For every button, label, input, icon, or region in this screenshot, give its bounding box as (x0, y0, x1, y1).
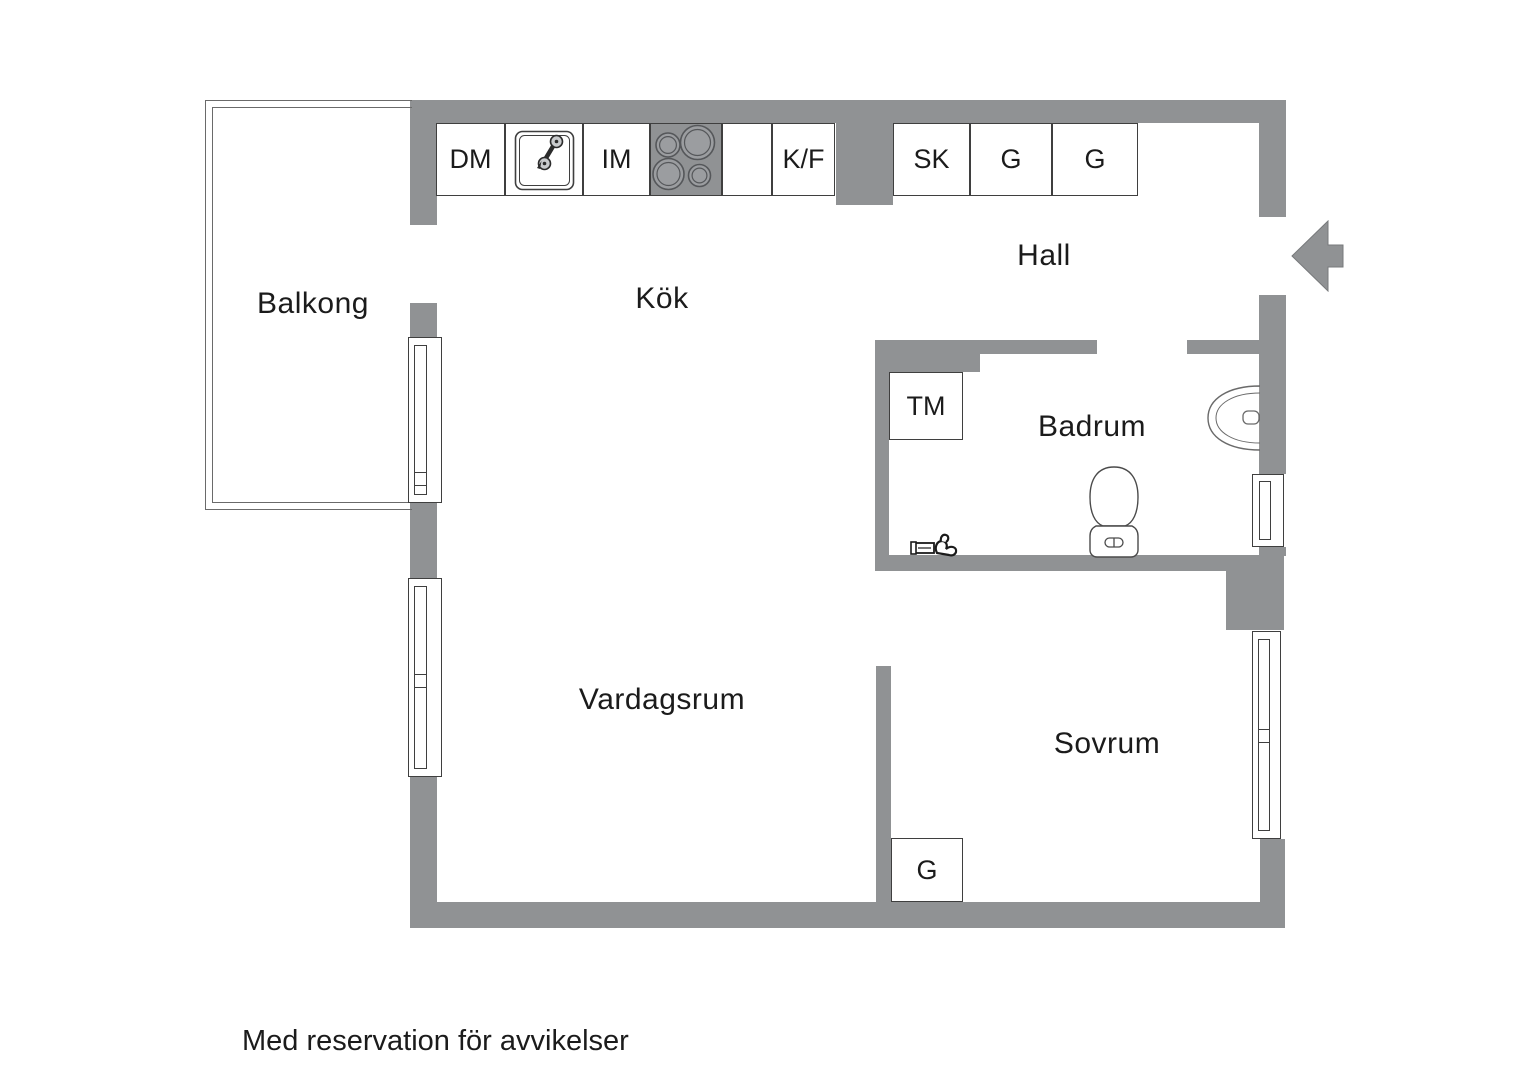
cabinet-label-sk: SK (913, 144, 950, 174)
window-sash-split (1258, 729, 1270, 743)
wall-east-lower (1260, 839, 1285, 928)
wall-badrum-north-right (1187, 340, 1259, 354)
window-balcony-2 (408, 578, 442, 777)
cabinet-dishwasher: DM (436, 123, 505, 196)
wall-room-divider (876, 666, 891, 902)
room-label-vardagsrum: Vardagsrum (578, 683, 746, 716)
cabinet-stove (650, 123, 722, 196)
cabinet-label-dm: DM (449, 144, 492, 174)
cabinet-sk: SK (893, 123, 970, 196)
window-pane (414, 345, 427, 495)
wall-badrum-north-thick (875, 340, 980, 372)
wall-badrum-south (875, 555, 1226, 571)
washing-machine-box: TM (889, 372, 963, 440)
cabinet-label-im: IM (601, 144, 632, 174)
wall-east-mid (1259, 295, 1286, 474)
disclaimer-text: Med reservation för avvikelser (242, 1025, 629, 1057)
shower-mixer-icon (910, 533, 958, 557)
cabinet-label-kf: K/F (782, 144, 825, 174)
wall-top (410, 100, 1286, 123)
window-sash-split (414, 674, 427, 688)
room-label-badrum: Badrum (1037, 410, 1147, 443)
bedroom-wardrobe-box: G (891, 838, 963, 902)
room-label-sovrum: Sovrum (1053, 727, 1161, 760)
washing-machine-label: TM (906, 390, 946, 421)
cabinet-blank (722, 123, 772, 196)
window-sovrum (1252, 631, 1281, 839)
kitchen-sink-icon (514, 130, 575, 191)
wall-badrum-north-thin (980, 340, 1097, 354)
toilet-icon (1089, 466, 1139, 558)
cabinet-wardrobe-2: G (1052, 123, 1138, 196)
entrance-arrow-icon (1291, 220, 1344, 292)
stove-burners-icon (652, 124, 716, 191)
cabinet-label-g2: G (1084, 144, 1106, 174)
window-sash-split (414, 472, 427, 486)
wall-east-above-entrance (1259, 100, 1286, 217)
balcony-outline-inner (212, 107, 412, 503)
cabinet-sink (505, 123, 583, 196)
window-pane (1258, 639, 1270, 831)
room-label-kok: Kök (635, 282, 689, 315)
wall-west-mid1 (410, 303, 437, 337)
window-pane (414, 586, 427, 769)
wall-west-mid2 (410, 503, 437, 578)
window-badrum (1252, 474, 1284, 547)
wall-bottom (410, 902, 1285, 928)
wall-badrum-west (875, 340, 889, 571)
wall-east-block (1226, 555, 1284, 630)
room-label-balkong: Balkong (257, 287, 369, 320)
cabinet-fridge-freezer: K/F (772, 123, 835, 196)
cabinet-wardrobe-1: G (970, 123, 1052, 196)
balcony-outline-outer (205, 100, 412, 510)
wall-east-sliver (1259, 547, 1286, 556)
window-pane (1259, 481, 1271, 540)
wall-kitchen-pillar (836, 123, 893, 205)
room-label-hall: Hall (1017, 239, 1071, 272)
cabinet-label-g1: G (1000, 144, 1022, 174)
window-balcony-1 (408, 337, 442, 503)
washbasin-icon (1207, 385, 1260, 451)
wall-west-upper (410, 100, 437, 225)
cabinet-im: IM (583, 123, 650, 196)
bedroom-wardrobe-label: G (916, 854, 938, 885)
